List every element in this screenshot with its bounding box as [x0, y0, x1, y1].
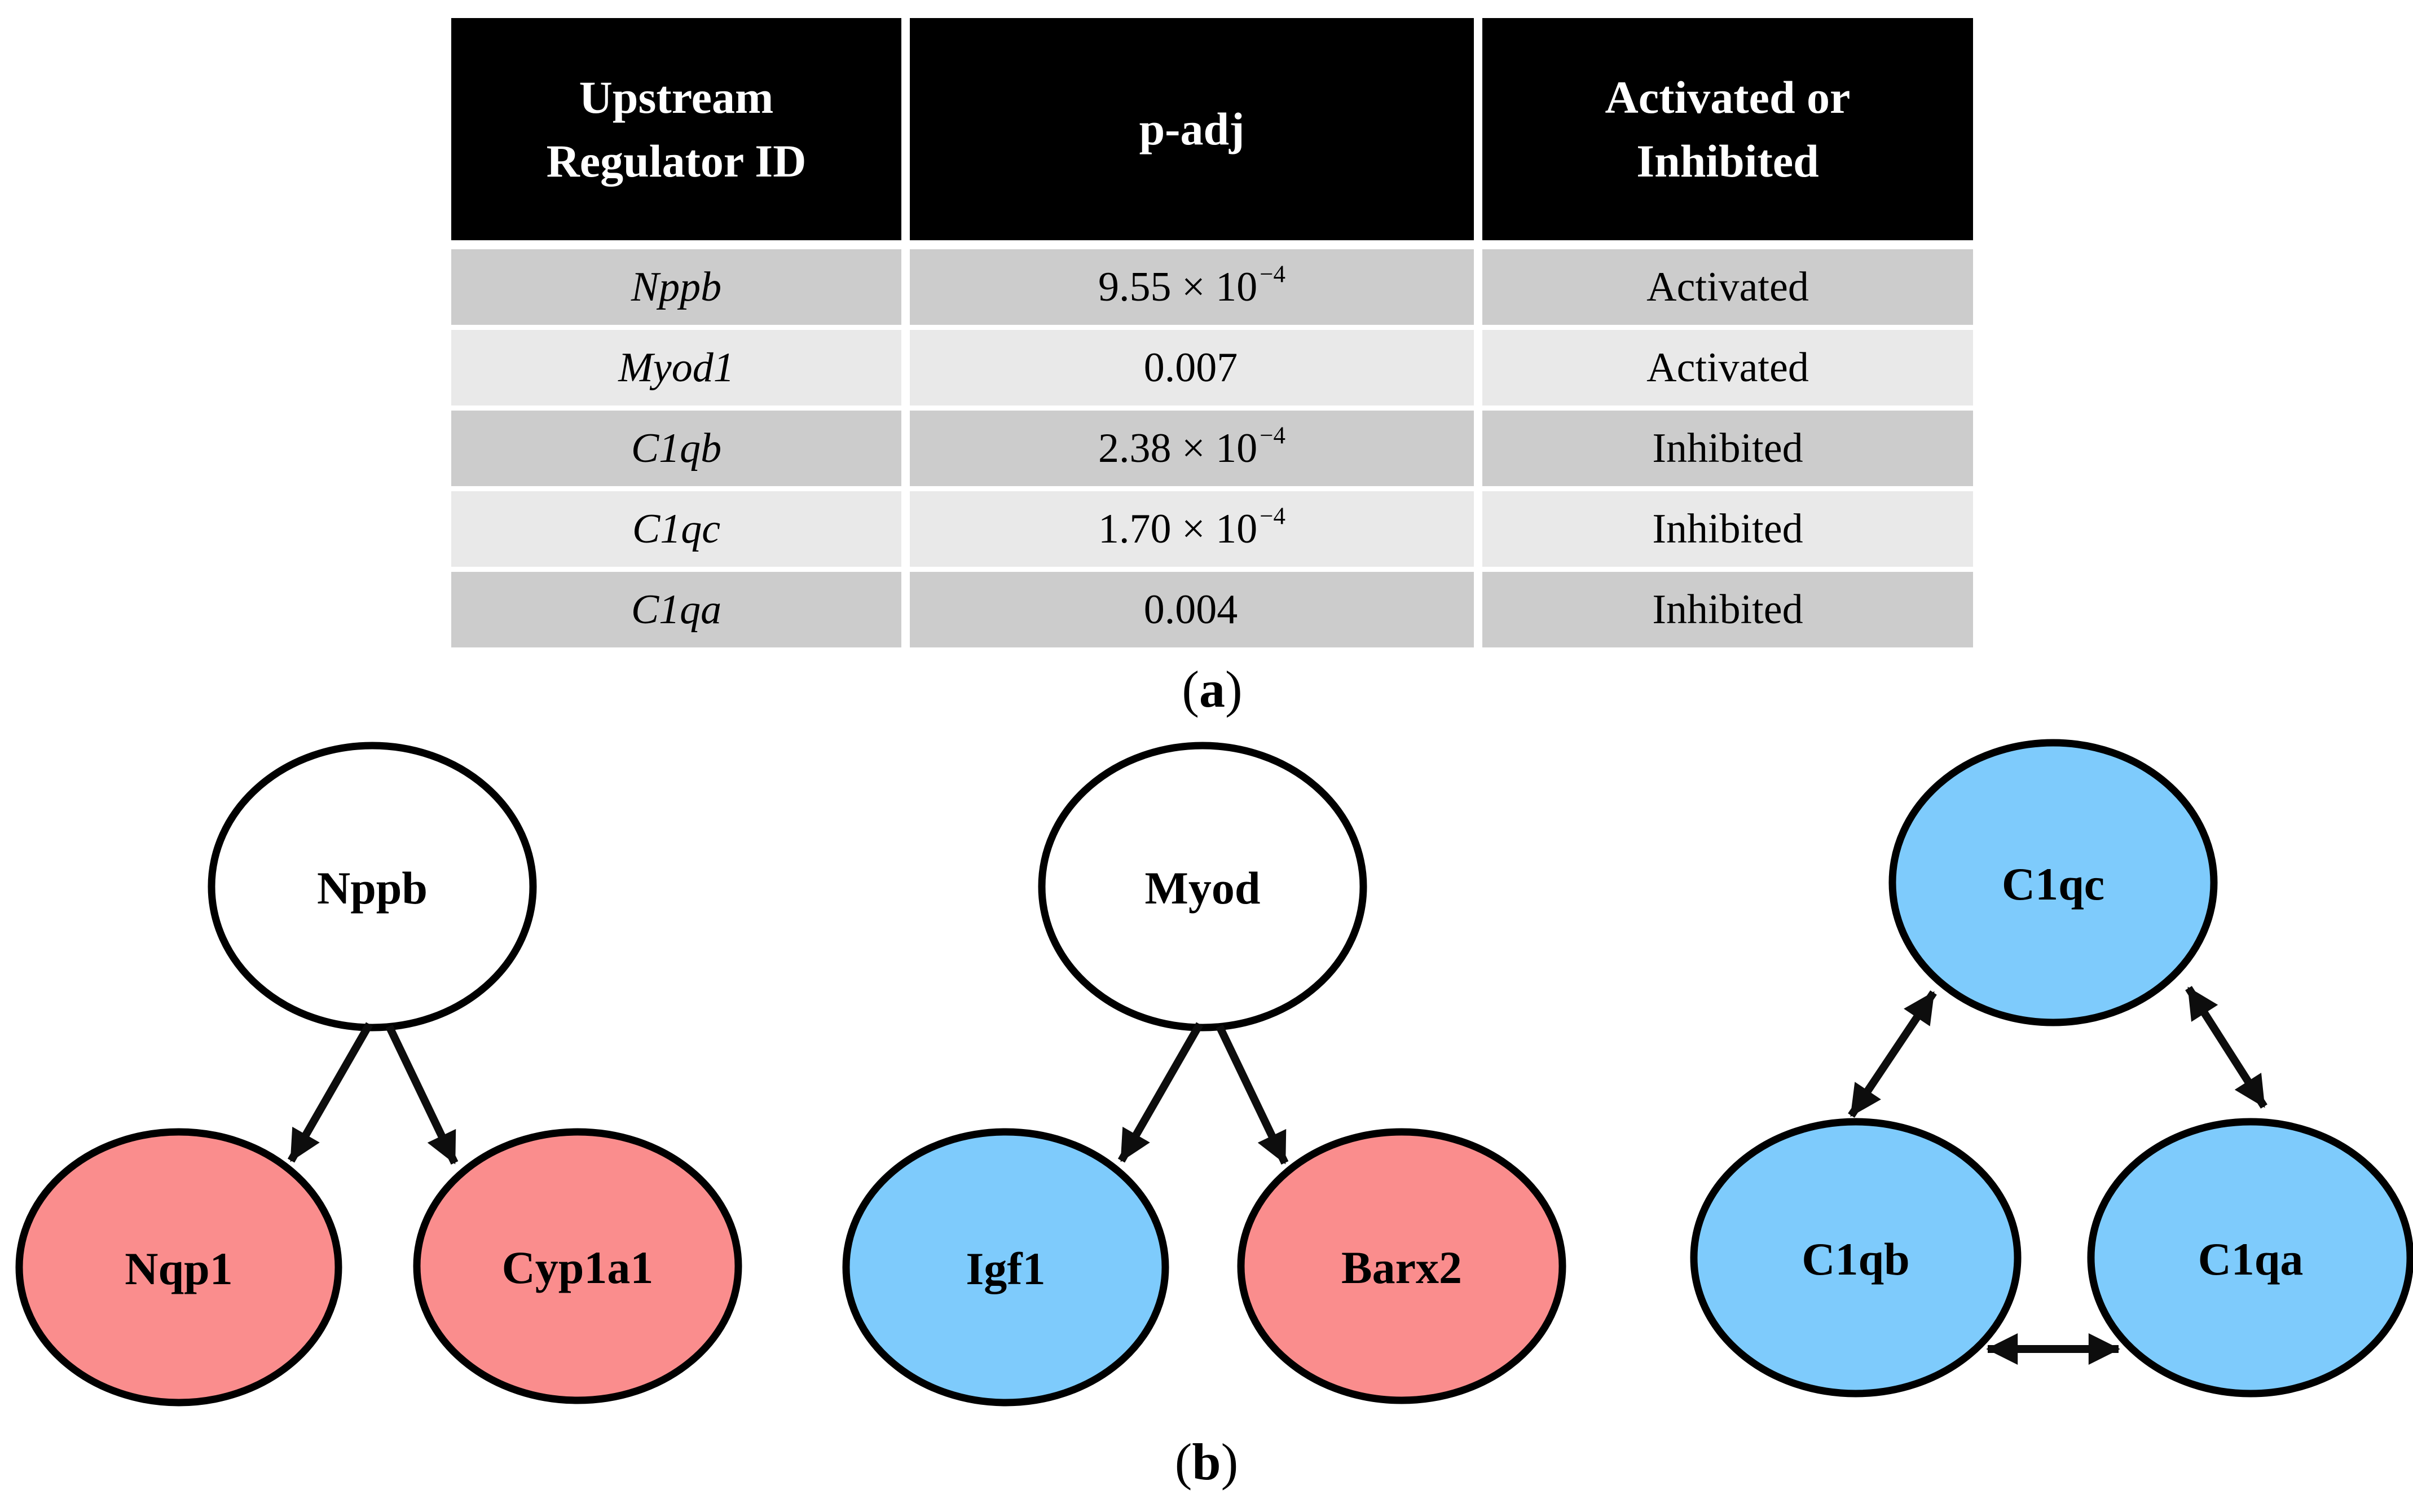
padj-base: 9.55 × 10 [1098, 263, 1258, 310]
cell-padj: 0.007 [910, 330, 1474, 405]
node-nppb [208, 742, 537, 1031]
network-myod: Myod Igf1 Barx2 [842, 742, 1566, 1407]
caption-paren: ) [1221, 1433, 1239, 1491]
node-label-c1qa: C1qa [2198, 1233, 2304, 1285]
node-label-c1qc: C1qc [2002, 858, 2104, 910]
node-barx2 [1237, 1128, 1566, 1404]
table-row-c1qa: C1qa 0.004 Inhibited [451, 572, 1973, 647]
node-igf1 [842, 1128, 1169, 1407]
padj-base: 0.004 [1143, 586, 1238, 633]
cell-regulator: Nppb [451, 249, 901, 325]
panel-a-caption: (a) [451, 660, 1973, 718]
caption-letter: b [1192, 1433, 1221, 1491]
padj-exponent: −4 [1260, 503, 1285, 530]
node-c1qc [1888, 739, 2218, 1026]
padj-base: 0.007 [1143, 344, 1238, 391]
network-nppb: Nppb Nqp1 Cyp1a1 [15, 742, 742, 1407]
cell-regulator: C1qb [451, 411, 901, 486]
node-c1qb [1690, 1118, 2022, 1398]
edge-myod-barx2 [1216, 1024, 1289, 1165]
edge-nppb-cyp1a1 [385, 1024, 459, 1165]
cell-regulator: C1qc [451, 491, 901, 567]
header-p-adj: p-adj [910, 18, 1474, 240]
cell-status: Inhibited [1482, 572, 1973, 647]
padj-base: 2.38 × 10 [1098, 425, 1258, 471]
panel-b-caption: (b) [0, 1433, 2413, 1491]
node-label-myod: Myod [1145, 862, 1261, 914]
caption-letter: a [1199, 660, 1225, 718]
caption-paren: ( [1174, 1433, 1192, 1491]
node-label-igf1: Igf1 [966, 1243, 1045, 1294]
cell-status: Inhibited [1482, 491, 1973, 567]
node-myod [1038, 742, 1367, 1031]
cell-regulator: C1qa [451, 572, 901, 647]
network-c1q: C1qc C1qb C1qa [1690, 739, 2413, 1398]
node-label-cyp1a1: Cyp1a1 [502, 1242, 654, 1293]
edge-nppb-nqp1 [287, 1022, 373, 1163]
cell-status: Activated [1482, 330, 1973, 405]
cell-padj: 9.55 × 10−4 [910, 249, 1474, 325]
table-row-nppb: Nppb 9.55 × 10−4 Activated [451, 249, 1973, 325]
header-upstream-regulator-id: Upstream Regulator ID [451, 18, 901, 240]
node-nqp1 [15, 1128, 342, 1407]
cell-padj: 2.38 × 10−4 [910, 411, 1474, 486]
cell-status: Inhibited [1482, 411, 1973, 486]
padj-base: 1.70 × 10 [1098, 505, 1258, 552]
node-cyp1a1 [413, 1128, 742, 1404]
cell-status: Activated [1482, 249, 1973, 325]
caption-paren: ( [1182, 660, 1199, 718]
node-label-nqp1: Nqp1 [125, 1243, 232, 1294]
node-label-barx2: Barx2 [1341, 1242, 1462, 1293]
edge-c1qc-c1qa [2185, 986, 2267, 1109]
table-row-c1qc: C1qc 1.70 × 10−4 Inhibited [451, 491, 1973, 567]
table-row-myod1: Myod1 0.007 Activated [451, 330, 1973, 405]
node-label-nppb: Nppb [317, 862, 428, 914]
padj-exponent: −4 [1260, 261, 1285, 288]
caption-paren: ) [1225, 660, 1243, 718]
padj-exponent: −4 [1260, 422, 1285, 449]
table-row-c1qb: C1qb 2.38 × 10−4 Inhibited [451, 411, 1973, 486]
edge-myod-igf1 [1117, 1022, 1204, 1163]
cell-padj: 0.004 [910, 572, 1474, 647]
node-c1qa [2087, 1118, 2413, 1398]
header-activated-or-inhibited: Activated or Inhibited [1482, 18, 1973, 240]
node-label-c1qb: C1qb [1802, 1233, 1909, 1285]
cell-regulator: Myod1 [451, 330, 901, 405]
upstream-regulators-table: Upstream Regulator ID p-adj Activated or… [451, 18, 1973, 653]
edge-c1qb-c1qc [1848, 990, 1937, 1118]
cell-padj: 1.70 × 10−4 [910, 491, 1474, 567]
table-header-row: Upstream Regulator ID p-adj Activated or… [451, 18, 1973, 240]
